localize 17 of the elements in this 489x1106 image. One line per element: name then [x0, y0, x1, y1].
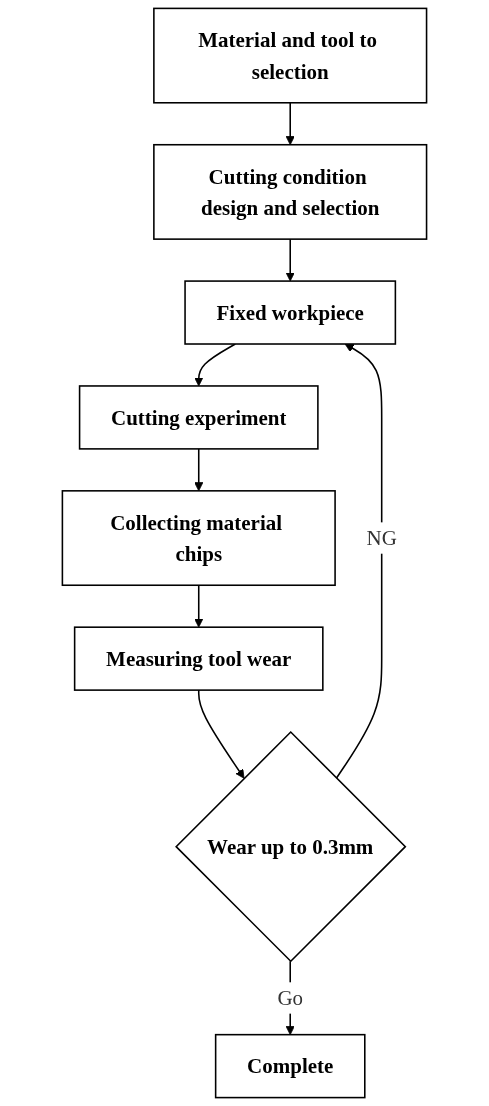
arrow: [194, 584, 204, 628]
node-box: Complete: [214, 1033, 366, 1099]
node-box: Cutting condition design and selection: [153, 143, 428, 240]
edge-label: Go: [277, 986, 304, 1010]
node-diamond: Wear up to 0.3mm: [175, 730, 407, 963]
arrow: [335, 343, 383, 780]
arrow: [194, 343, 237, 387]
arrow: [194, 448, 204, 492]
node-box: Collecting material chips: [61, 490, 336, 586]
node-box: Cutting experiment: [78, 385, 319, 450]
node-box: Fixed workpiece: [184, 280, 397, 345]
edge-label: NG: [366, 526, 397, 550]
node-box: Material and tool to selection: [153, 7, 428, 104]
arrow: [197, 689, 245, 779]
arrow: [285, 238, 295, 282]
arrow: [285, 102, 295, 146]
node-box: Measuring tool wear: [73, 626, 324, 691]
